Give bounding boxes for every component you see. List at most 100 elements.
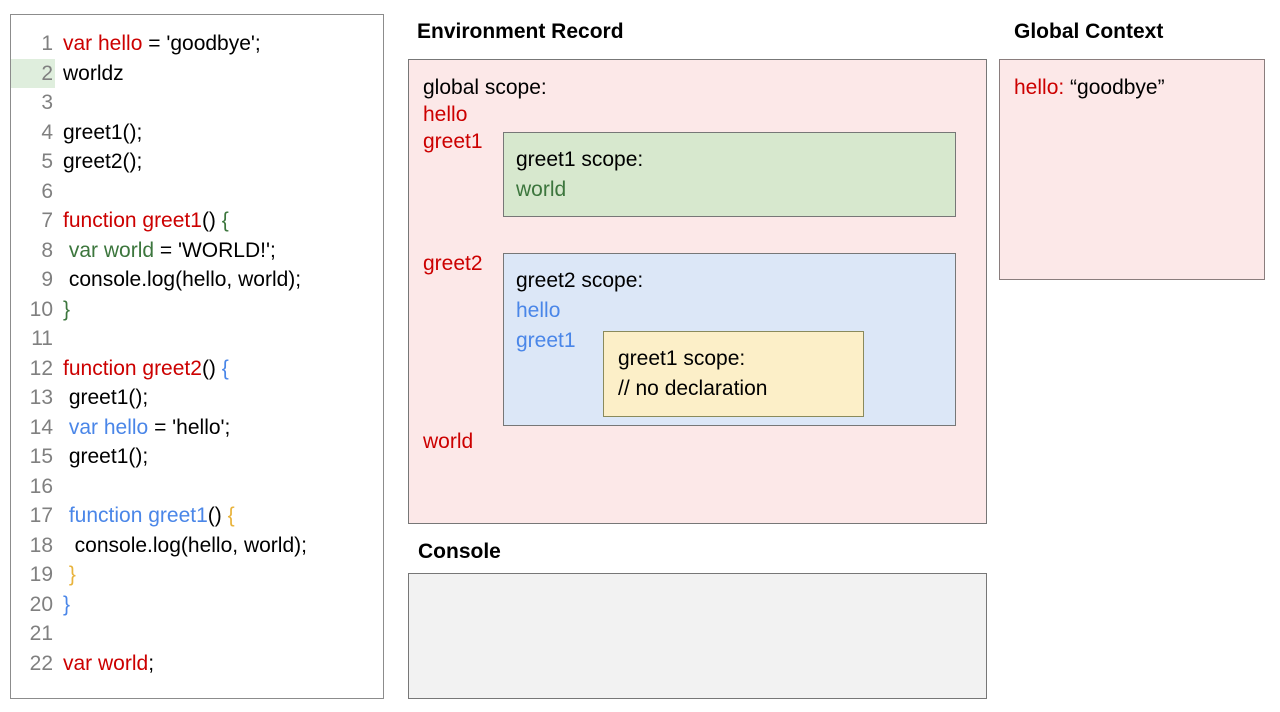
line-number: 4 xyxy=(41,120,53,144)
code-line[interactable]: 13 greet1(); xyxy=(11,383,383,413)
greet2-scope-heading: greet2 scope: xyxy=(516,269,644,292)
line-number: 13 xyxy=(29,386,53,409)
code-token: = 'hello'; xyxy=(148,415,231,439)
code-token: function greet1 xyxy=(63,209,202,232)
line-number: 7 xyxy=(41,209,53,232)
code-line[interactable]: 5 greet2(); xyxy=(11,147,383,177)
line-number: 17 xyxy=(29,504,53,527)
code-token: var world xyxy=(63,651,149,675)
code-line-text: } xyxy=(55,590,70,620)
line-number: 1 xyxy=(41,32,53,55)
code-line-text: function greet2() { xyxy=(55,354,229,384)
line-number: 20 xyxy=(29,592,53,616)
code-line[interactable]: 11 xyxy=(11,324,383,354)
code-line-text: var hello = 'hello'; xyxy=(55,413,231,443)
code-token: = 'WORLD!'; xyxy=(154,238,276,262)
global-context-title: Global Context xyxy=(1014,20,1164,43)
greet2-scope-var-greet1: greet1 xyxy=(516,329,576,352)
global-scope-var-greet2: greet2 xyxy=(423,252,483,275)
code-token: { xyxy=(221,209,229,232)
code-line[interactable]: 9 console.log(hello, world); xyxy=(11,265,383,295)
code-token: } xyxy=(63,592,71,616)
line-number: 18 xyxy=(29,533,53,557)
code-line-text: function greet1() { xyxy=(55,501,235,531)
line-number: 15 xyxy=(29,445,53,468)
greet1-scope-box: greet1 scope: world xyxy=(503,132,956,217)
code-line[interactable]: 15 greet1(); xyxy=(11,442,383,472)
greet1-scope-var-world: world xyxy=(516,178,567,201)
greet1-inner-scope-note: // no declaration xyxy=(618,377,768,400)
code-token: console.log(hello, world); xyxy=(63,533,307,557)
code-line-text: console.log(hello, world); xyxy=(55,531,307,561)
code-line[interactable]: 18 console.log(hello, world); xyxy=(11,531,383,561)
code-token: { xyxy=(221,356,229,380)
global-context-entry-key: hello: xyxy=(1014,76,1065,99)
code-token: worldz xyxy=(63,61,124,85)
environment-record-title: Environment Record xyxy=(417,20,624,43)
code-line-text: } xyxy=(55,560,76,590)
greet1-inner-scope-box: greet1 scope: // no declaration xyxy=(603,331,864,417)
code-line[interactable]: 2 worldz xyxy=(11,58,383,88)
environment-record-panel: global scope: hello greet1 greet2 world … xyxy=(408,59,987,524)
line-number: 5 xyxy=(41,150,53,173)
code-line[interactable]: 6 xyxy=(11,177,383,207)
code-line[interactable]: 3 xyxy=(11,88,383,118)
code-token: greet1(); xyxy=(63,386,149,409)
code-token: function greet1 xyxy=(68,504,208,527)
global-scope-var-world: world xyxy=(423,430,474,453)
code-line[interactable]: 16 xyxy=(11,472,383,502)
code-token: console.log(hello, world); xyxy=(63,268,302,291)
code-token: function greet2 xyxy=(63,356,202,380)
code-line-text: greet1(); xyxy=(55,442,148,472)
code-token: = 'goodbye'; xyxy=(142,32,261,55)
global-context-panel: hello: “goodbye” xyxy=(999,59,1265,280)
code-line-text: console.log(hello, world); xyxy=(55,265,301,295)
code-line-text: var world; xyxy=(55,649,154,679)
code-token: var hello xyxy=(63,32,143,55)
code-line-text: greet1(); xyxy=(55,383,148,413)
code-token: var hello xyxy=(68,415,149,439)
code-token: { xyxy=(227,504,235,527)
code-line[interactable]: 10} xyxy=(11,295,383,325)
code-token: () xyxy=(201,209,222,232)
code-line-text: greet1(); xyxy=(55,118,142,148)
console-panel[interactable] xyxy=(408,573,987,699)
global-context-entry-value: “goodbye” xyxy=(1070,76,1165,99)
code-line[interactable]: 8 var world = 'WORLD!'; xyxy=(11,236,383,266)
console-title: Console xyxy=(418,540,501,563)
global-scope-heading: global scope: xyxy=(423,76,547,99)
greet2-scope-var-hello: hello xyxy=(516,299,561,322)
line-number: 12 xyxy=(29,356,53,380)
global-scope-var-greet1: greet1 xyxy=(423,130,483,153)
line-number: 22 xyxy=(29,651,53,675)
line-number: 8 xyxy=(41,238,53,262)
greet1-scope-heading: greet1 scope: xyxy=(516,148,644,171)
code-line[interactable]: 17 function greet1() { xyxy=(11,501,383,531)
code-line-text: } xyxy=(55,295,70,325)
code-line[interactable]: 21 xyxy=(11,619,383,649)
code-token: () xyxy=(201,356,222,380)
line-number: 9 xyxy=(41,268,53,291)
code-line[interactable]: 20} xyxy=(11,590,383,620)
line-number: 10 xyxy=(29,297,53,321)
code-line-text: function greet1() { xyxy=(55,206,229,236)
code-line[interactable]: 14 var hello = 'hello'; xyxy=(11,413,383,443)
greet1-inner-scope-heading: greet1 scope: xyxy=(618,347,746,370)
global-context-entry: hello: “goodbye” xyxy=(1014,74,1264,101)
code-line-text: var hello = 'goodbye'; xyxy=(55,29,261,59)
code-token: } xyxy=(63,297,71,321)
line-number: 3 xyxy=(41,91,53,114)
code-token: } xyxy=(68,563,76,586)
line-number: 2 xyxy=(11,58,55,88)
code-token: () xyxy=(207,504,228,527)
code-token: greet2(); xyxy=(63,150,143,173)
code-line[interactable]: 19 } xyxy=(11,560,383,590)
line-number: 6 xyxy=(41,179,53,203)
